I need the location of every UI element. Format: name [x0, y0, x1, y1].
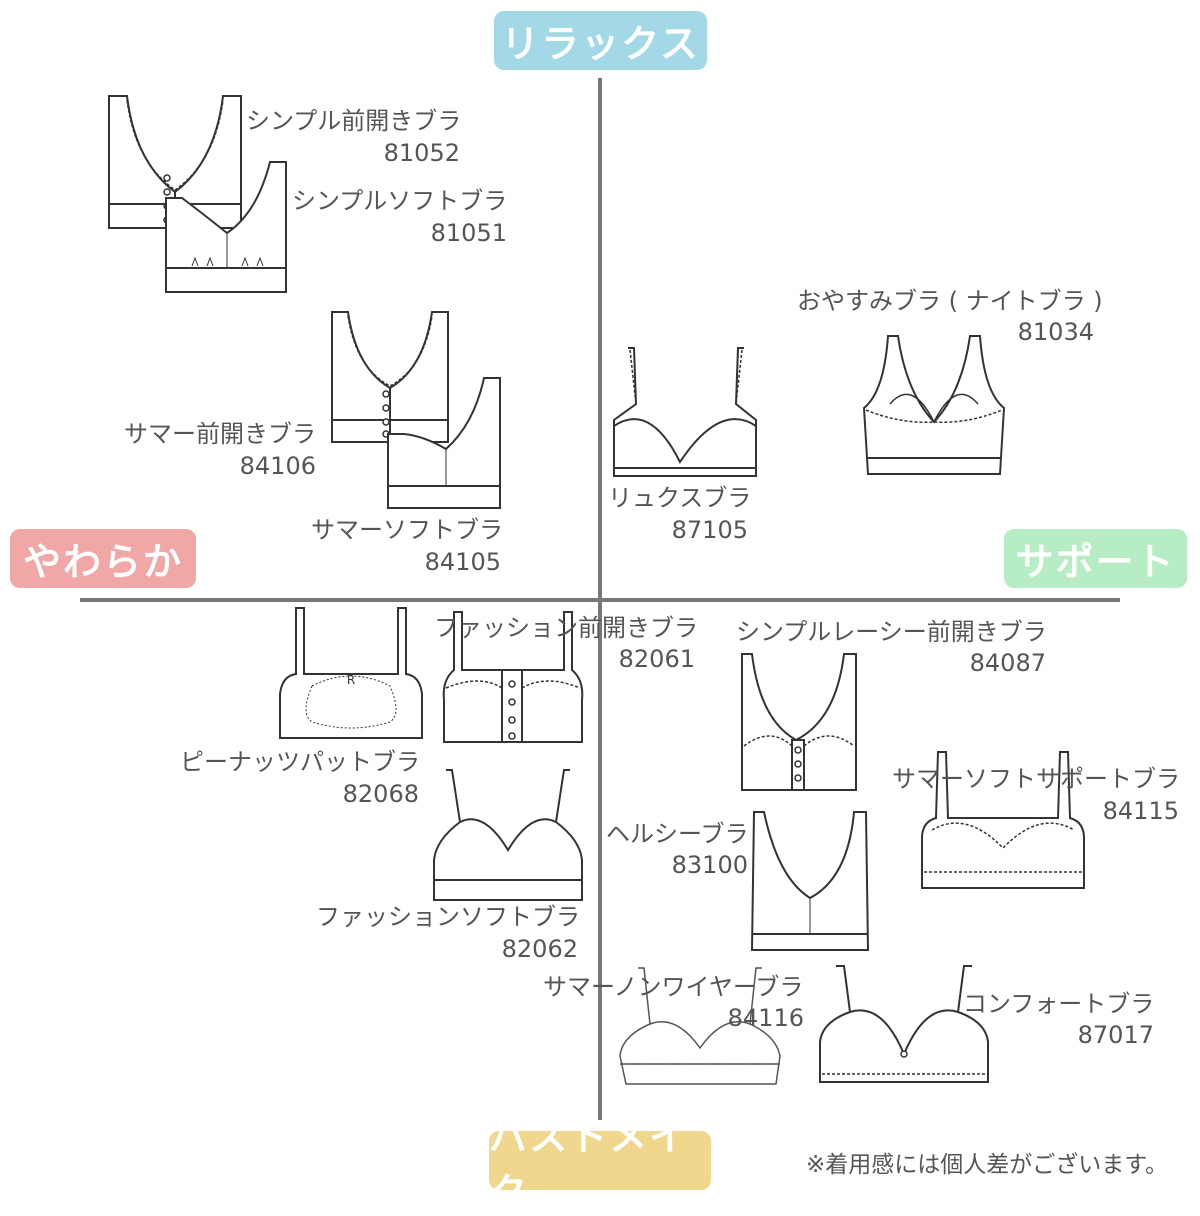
- fashion-soft-bra-illustration: [433, 769, 583, 901]
- product-name-81034: おやすみブラ ( ナイトブラ ): [797, 287, 1103, 315]
- axis-label-bust-make: バストメイク: [489, 1115, 711, 1214]
- summer-front-open-bra-illustration: [331, 311, 449, 443]
- product-name-84105: サマーソフトブラ: [311, 516, 503, 544]
- product-code-84087: 84087: [969, 649, 1046, 677]
- product-code-82061: 82061: [618, 645, 695, 673]
- product-name-81052: シンプル前開きブラ: [246, 107, 462, 135]
- product-code-81051: 81051: [430, 219, 507, 247]
- peanut-pad-bra-illustration: R: [279, 607, 423, 739]
- product-name-82062: ファッションソフトブラ: [316, 903, 580, 931]
- product-name-83100: ヘルシーブラ: [606, 820, 749, 848]
- product-code-84106: 84106: [239, 452, 316, 480]
- luxe-bra-illustration: [613, 347, 757, 477]
- fashion-front-open-bra-illustration: [442, 611, 584, 743]
- summer-non-wire-bra-illustration: [619, 967, 781, 1085]
- product-name-84115: サマーソフトサポートブラ: [892, 765, 1180, 793]
- healthy-bra-illustration: [750, 811, 870, 951]
- product-code-81034: 81034: [1017, 318, 1094, 346]
- product-name-84087: シンプルレーシー前開きブラ: [736, 618, 1047, 646]
- night-bra-illustration: [862, 335, 1006, 475]
- product-code-84105: 84105: [424, 548, 501, 576]
- product-name-84106: サマー前開きブラ: [124, 420, 316, 448]
- svg-text:R: R: [347, 673, 355, 687]
- disclaimer-note: ※着用感には個人差がございます。: [806, 1152, 1168, 1178]
- product-name-87105: リュクスブラ: [608, 484, 752, 512]
- simple-soft-bra-illustration: [165, 161, 287, 293]
- simple-lacy-front-open-bra-illustration: [741, 653, 857, 791]
- horizontal-axis: [80, 598, 1120, 602]
- product-code-82068: 82068: [342, 780, 419, 808]
- summer-soft-support-bra-illustration: [921, 751, 1085, 889]
- product-code-84116: 84116: [727, 1004, 804, 1032]
- axis-label-relax: リラックス: [494, 11, 707, 70]
- product-name-82061: ファッション前開きブラ: [434, 614, 698, 642]
- product-code-81052: 81052: [383, 139, 460, 167]
- axis-label-support: サポート: [1004, 529, 1187, 588]
- product-name-82068: ピーナッツパットブラ: [180, 748, 420, 776]
- product-code-82062: 82062: [501, 935, 578, 963]
- product-code-87017: 87017: [1077, 1021, 1154, 1049]
- product-name-87017: コンフォートブラ: [963, 990, 1155, 1018]
- product-name-84116: サマーノンワイヤーブラ: [543, 973, 804, 1001]
- product-code-84115: 84115: [1102, 797, 1179, 825]
- product-code-83100: 83100: [671, 851, 748, 879]
- axis-label-soft: やわらか: [10, 529, 196, 588]
- comfort-bra-illustration: [819, 965, 989, 1083]
- product-code-87105: 87105: [671, 516, 748, 544]
- product-name-81051: シンプルソフトブラ: [292, 187, 508, 215]
- summer-soft-bra-illustration: [387, 377, 501, 509]
